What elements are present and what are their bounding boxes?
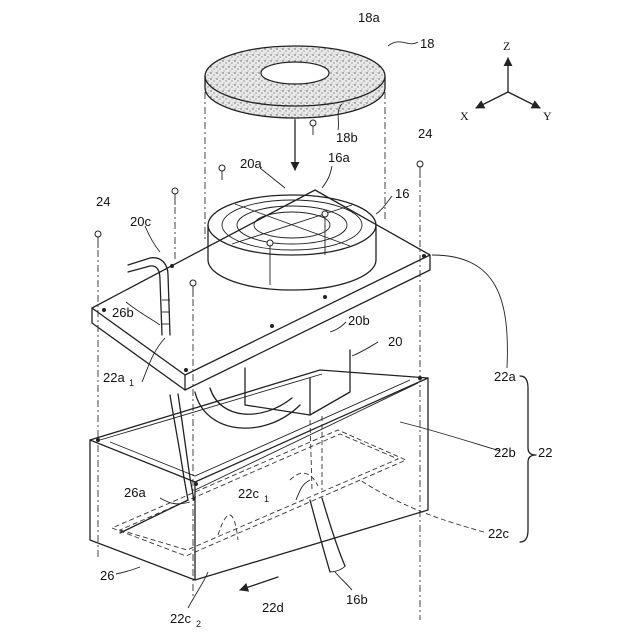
axis-label-x: X xyxy=(460,109,469,123)
axis-label-y: Y xyxy=(543,109,552,123)
label-26b: 26b xyxy=(112,305,134,320)
label-26: 26 xyxy=(100,568,114,583)
turntable-16 xyxy=(208,195,376,290)
label-20c: 20c xyxy=(130,214,151,229)
label-22a: 22a xyxy=(494,369,516,384)
ring-disc-18 xyxy=(205,46,385,118)
label-18a: 18a xyxy=(358,10,380,25)
brace-22 xyxy=(520,376,536,542)
axis-label-z: Z xyxy=(503,39,510,53)
label-22: 22 xyxy=(538,445,552,460)
direction-arrow-22d xyxy=(240,577,278,590)
label-22c1: 22c xyxy=(238,486,259,501)
label-22c1-subscript: 1 xyxy=(264,494,269,504)
label-22d: 22d xyxy=(262,600,284,615)
label-22b: 22b xyxy=(494,445,516,460)
label-16: 16 xyxy=(395,186,409,201)
label-20b: 20b xyxy=(348,313,370,328)
pipe-20c xyxy=(128,258,170,335)
screws-24 xyxy=(95,161,423,620)
label-26a: 26a xyxy=(124,485,146,500)
label-22c2: 22c xyxy=(170,611,191,626)
label-22a1: 22a xyxy=(103,370,125,385)
label-16a: 16a xyxy=(328,150,350,165)
label-22c2-subscript: 2 xyxy=(196,619,201,629)
label-18: 18 xyxy=(420,36,434,51)
label-16b: 16b xyxy=(346,592,368,607)
leader-lines xyxy=(116,42,507,608)
label-22a1-subscript: 1 xyxy=(129,378,134,388)
label-24-left: 24 xyxy=(96,194,110,209)
label-18b: 18b xyxy=(336,130,358,145)
label-24-right: 24 xyxy=(418,126,432,141)
axis-indicator xyxy=(476,58,540,108)
label-22c: 22c xyxy=(488,526,509,541)
label-20a: 20a xyxy=(240,156,262,171)
container-box-22b xyxy=(90,370,428,580)
label-20: 20 xyxy=(388,334,402,349)
